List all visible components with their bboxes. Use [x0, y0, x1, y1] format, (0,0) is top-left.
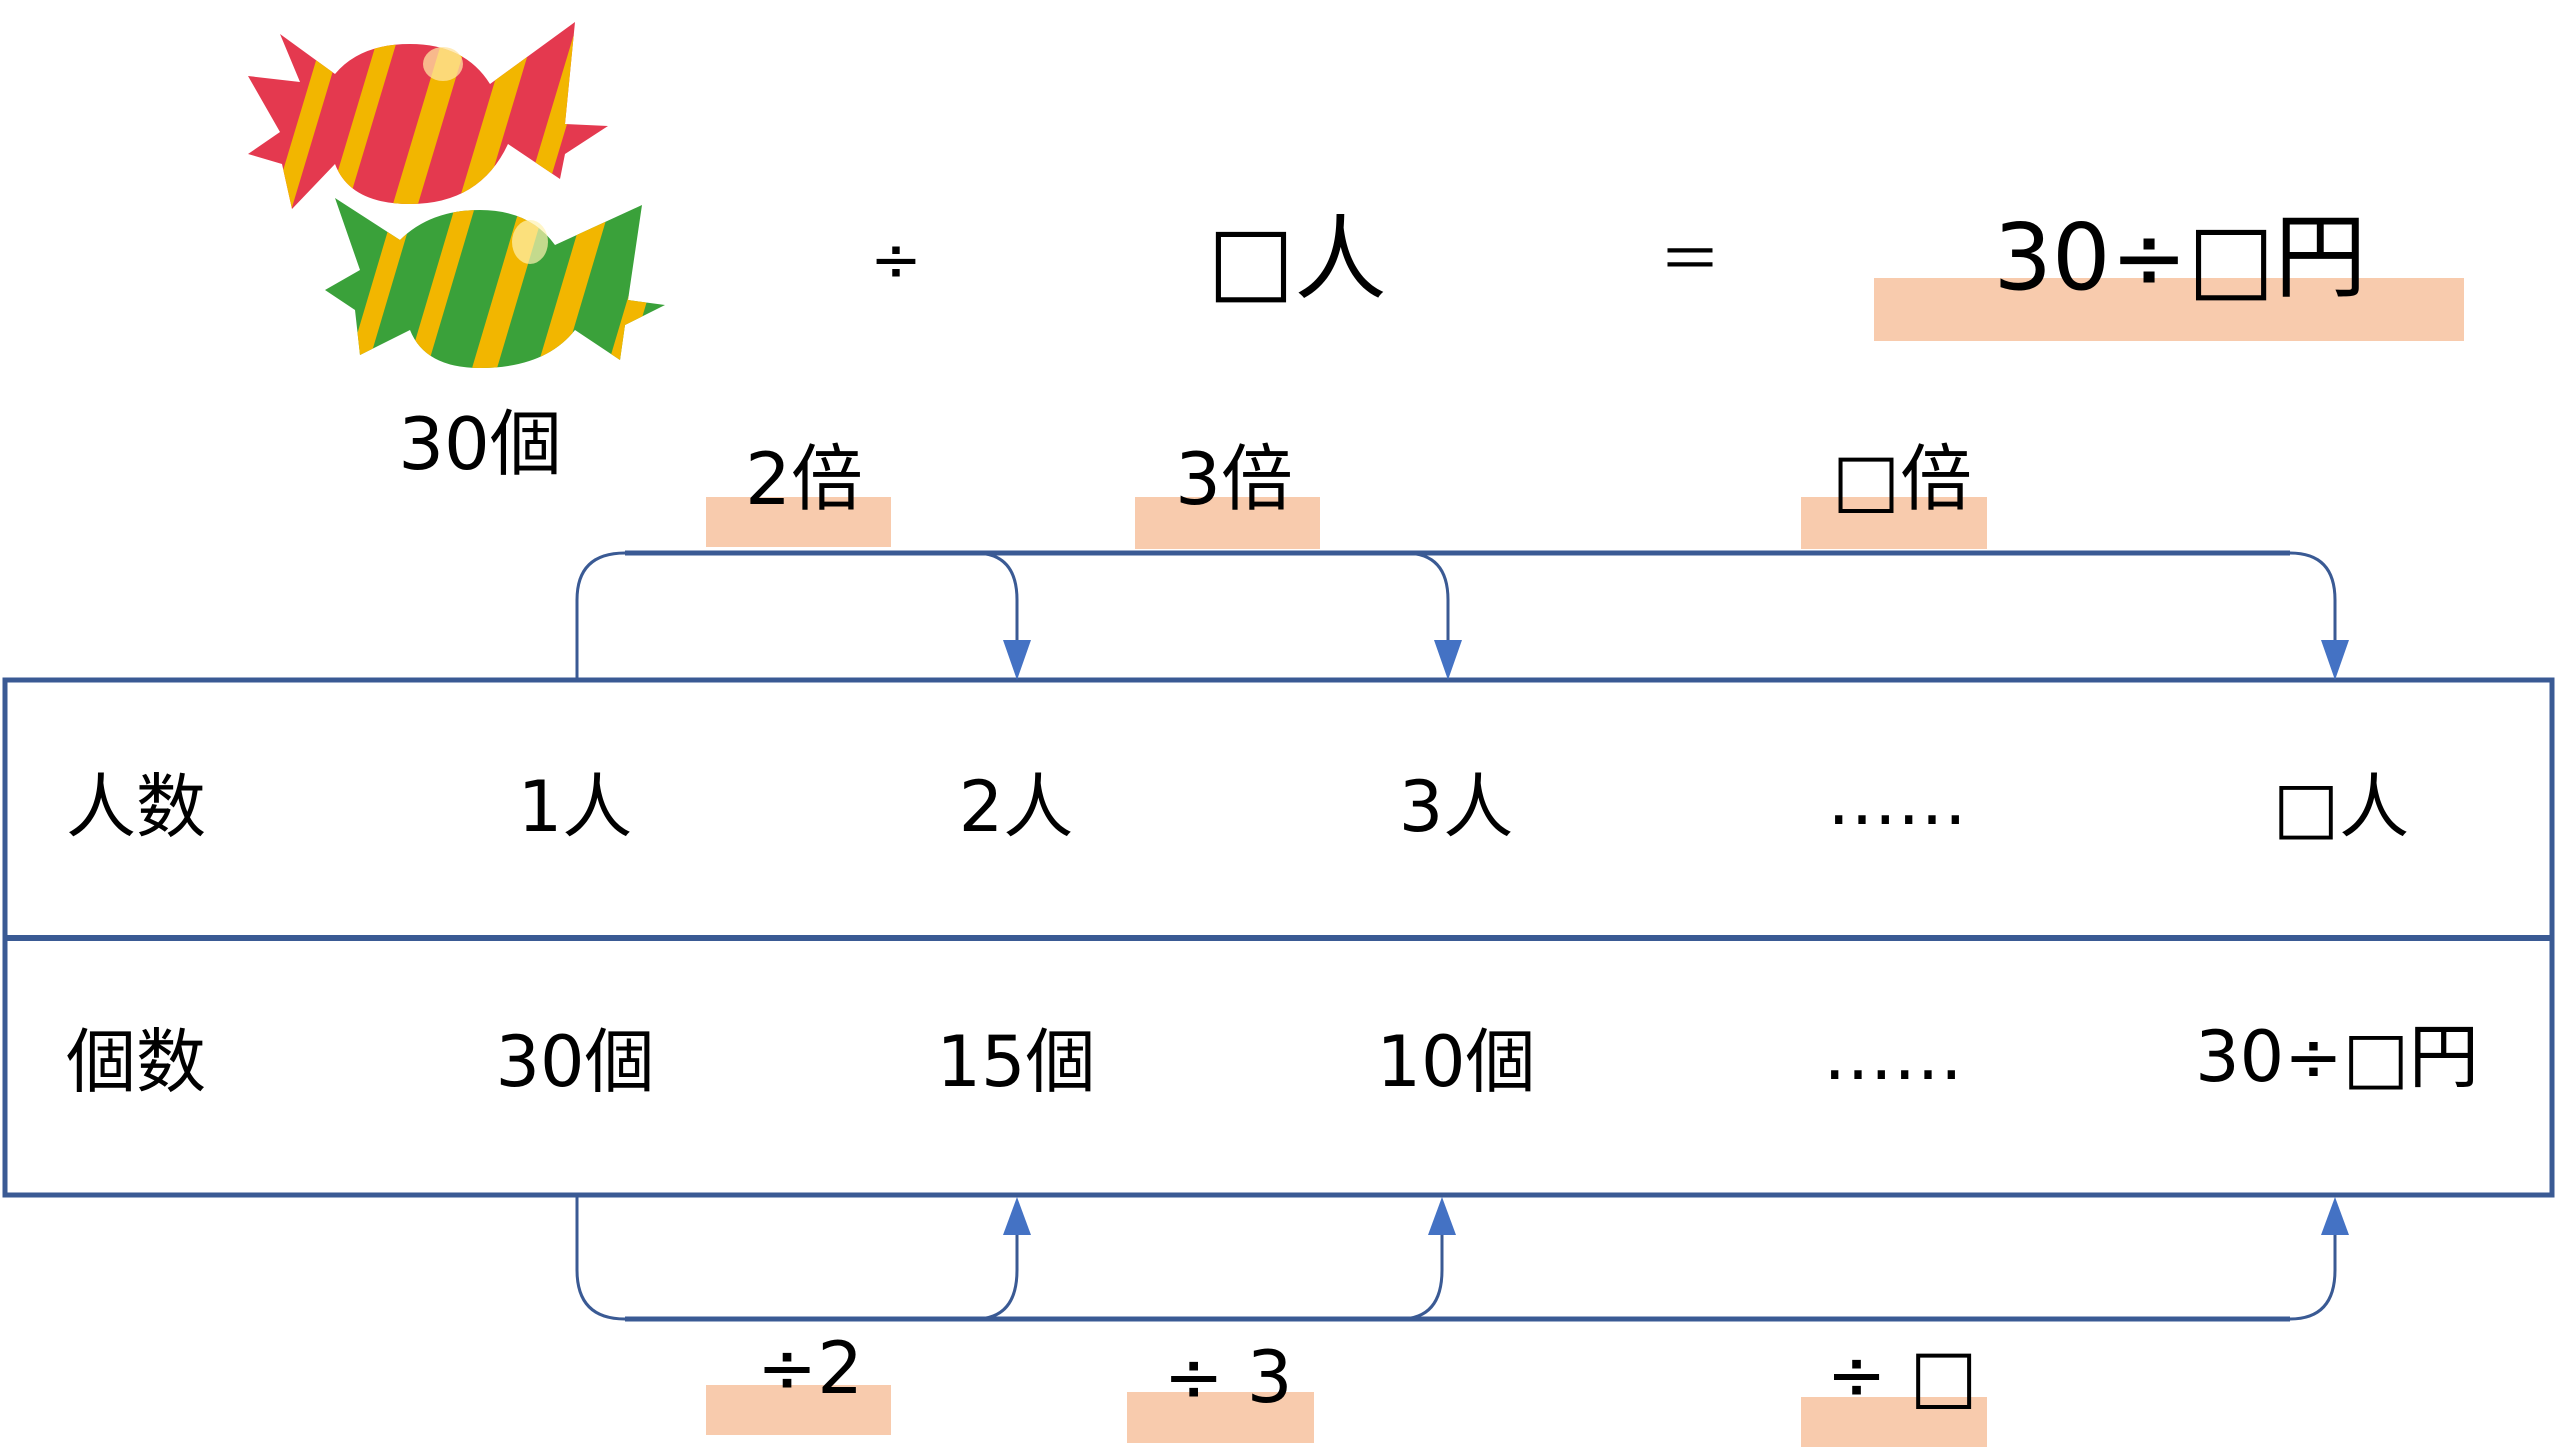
divisor-3-highlight	[1127, 1392, 1314, 1443]
candy-count-label: 30個	[398, 402, 562, 486]
table-cell: 10個	[1376, 1021, 1536, 1103]
bottom-connector-div2	[575, 1195, 1019, 1321]
top-connector-2x	[575, 551, 1019, 680]
arrow-down-icon	[2321, 640, 2349, 680]
multiplier-label: 3倍	[1175, 437, 1293, 521]
row-label-count: 個数	[66, 1021, 206, 1103]
row-label-people: 人数	[66, 766, 206, 848]
table-cell: 30個	[495, 1021, 655, 1103]
multiplier-2-highlight	[706, 497, 891, 547]
table-cell: 15個	[936, 1021, 1096, 1103]
bottom-connector-divn	[1400, 1235, 2337, 1321]
multiplier-box-highlight	[1801, 497, 1987, 549]
multiplier-3-highlight	[1135, 497, 1320, 549]
top-connector-nx	[1405, 551, 2337, 640]
arrow-down-icon	[1003, 640, 1031, 680]
divisor-label: ÷2	[756, 1326, 864, 1410]
multiplier-label: □倍	[1831, 437, 1973, 521]
red-candy-icon	[248, 22, 608, 209]
arrow-up-icon	[1003, 1197, 1031, 1235]
divisor-label: ÷ 3	[1163, 1335, 1293, 1419]
arrow-up-icon	[1428, 1197, 1456, 1235]
table-cell: 3人	[1398, 766, 1514, 848]
table-cell: 30÷□円	[2195, 1016, 2479, 1098]
equation-result: 30÷□円	[1993, 204, 2367, 311]
divisor-box-highlight	[1801, 1397, 1987, 1447]
green-candy-icon	[325, 198, 665, 368]
top-connector-3x	[625, 551, 1450, 640]
table-cell: 1人	[517, 766, 633, 848]
table-cell: 2人	[958, 766, 1074, 848]
divisor-2-highlight	[706, 1385, 891, 1435]
divisor-label: ÷ □	[1826, 1333, 1978, 1417]
equals-sign: ＝	[1658, 223, 1722, 296]
people-unknown: □人	[1207, 206, 1387, 313]
table-cell-ellipsis: ……	[1827, 759, 1967, 841]
divide-sign: ÷	[870, 223, 922, 296]
arrow-up-icon	[2321, 1197, 2349, 1235]
arrow-down-icon	[1434, 640, 1462, 680]
table-cell: □人	[2272, 766, 2410, 848]
multiplier-label: 2倍	[745, 437, 863, 521]
result-highlight	[1874, 278, 2464, 341]
table-cell-ellipsis: ……	[1823, 1014, 1963, 1096]
bottom-connector-div3	[975, 1235, 1444, 1321]
